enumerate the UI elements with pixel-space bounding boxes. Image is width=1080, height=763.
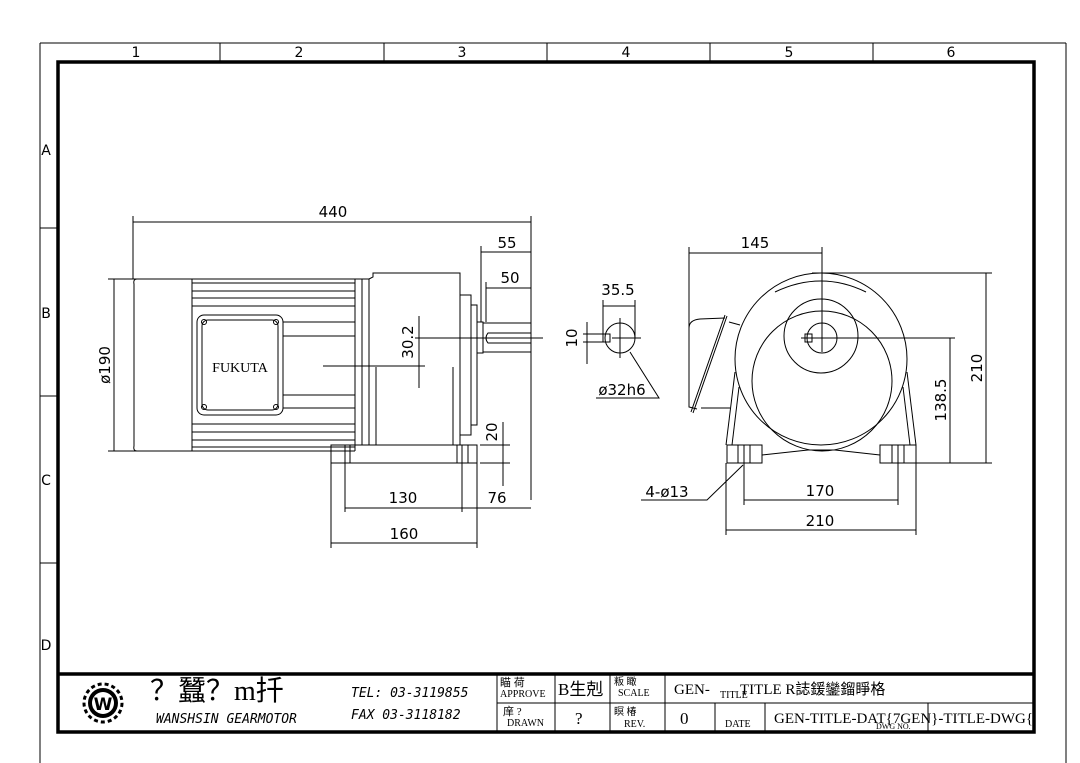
title-block: W ？蠶？m扦 WANSHSIN GEARMOTOR TEL: 03-31198… [82, 674, 1034, 732]
cooling-fins [192, 282, 355, 448]
terminal-box-side [688, 314, 741, 414]
dim-mounting-holes: 4-ø13 [645, 483, 688, 501]
approve-cn-label: 瞄 荷 [500, 676, 525, 689]
row-labels: A B C D [41, 143, 52, 654]
column-label: 6 [947, 45, 956, 61]
side-view: FUKUTA [96, 203, 543, 548]
column-labels: 1 2 3 4 5 6 [132, 45, 956, 61]
base-plate [330, 444, 478, 464]
column-label: 5 [785, 45, 794, 61]
scale-cn-label: 粄 瞰 [614, 675, 637, 688]
row-label: D [41, 638, 52, 654]
row-label: B [41, 306, 51, 322]
support-legs [725, 371, 917, 456]
dim-base-length: 160 [390, 525, 419, 543]
dim-shaft-offset: 30.2 [399, 325, 417, 358]
dim-motor-diameter: ø190 [96, 346, 114, 384]
dim-key-to-edge: 35.5 [601, 281, 634, 299]
rev-label: REV. [624, 719, 645, 730]
date-label: DATE [725, 719, 751, 730]
dim-key-width: 10 [563, 328, 581, 347]
dim-shaft-diameter: ø32h6 [598, 381, 645, 399]
column-label: 1 [132, 45, 141, 61]
front-view: 145 210 138.5 170 210 4-ø13 [641, 234, 992, 535]
title-value: TITLE R誌鍰鑾鎦睜格 [740, 681, 885, 698]
sheet-frame [39, 42, 1067, 763]
drawn-cn-label: 庠 ? [503, 704, 522, 718]
rev-cn-label: 瞑 椿 [614, 705, 637, 718]
dim-key-length: 50 [500, 269, 519, 287]
scale-label: SCALE [618, 688, 650, 699]
center-lines [323, 337, 543, 367]
dwg-no-label: DWG NO. [876, 722, 911, 731]
dimension-lines [108, 216, 532, 548]
dim-shaft-overhang: 76 [487, 489, 506, 507]
row-label: A [41, 143, 51, 159]
brand-label: FUKUTA [212, 361, 269, 376]
terminal-box: FUKUTA [196, 314, 284, 416]
dim-shaft-length: 55 [497, 234, 516, 252]
shaft-section: 35.5 10 ø32h6 [563, 281, 660, 399]
company-fax: FAX 03-3118182 [351, 708, 461, 723]
drawn-value: ? [575, 709, 583, 728]
title-prefix: GEN- [674, 682, 710, 698]
title-block-grid [496, 674, 1034, 732]
dim-foot-hole-pitch: 130 [389, 489, 418, 507]
title-label: TITLE [720, 690, 748, 701]
dim-shaft-height: 138.5 [932, 379, 950, 422]
row-label: C [41, 473, 51, 489]
center-lines [801, 247, 955, 352]
drawn-label: DRAWN [507, 718, 544, 729]
company-tel: TEL: 03-3119855 [351, 686, 469, 701]
column-label: 3 [458, 45, 467, 61]
approve-label: APPROVE [500, 689, 546, 700]
approve-value: B生剋 [558, 680, 603, 699]
column-label: 4 [622, 45, 631, 61]
rev-value: 0 [680, 709, 689, 728]
motor-body [133, 278, 369, 452]
dim-overall-height: 210 [968, 354, 986, 383]
company-name-cn: ？蠶？m扦 [150, 675, 284, 707]
dim-hole-pitch: 170 [806, 482, 835, 500]
company-logo: W [82, 682, 124, 724]
dim-base-width: 210 [806, 512, 835, 530]
svg-text:W: W [94, 695, 113, 715]
column-label: 2 [295, 45, 304, 61]
dimension-lines [641, 247, 992, 535]
date-value: GEN-TITLE-DAT{7GEN}-TITLE-DWG{ [774, 711, 1033, 727]
dim-terminal-box-offset: 145 [741, 234, 770, 252]
company-name-en: WANSHSIN GEARMOTOR [156, 712, 297, 727]
dim-base-thickness: 20 [483, 422, 501, 441]
dim-overall-length: 440 [319, 203, 348, 221]
